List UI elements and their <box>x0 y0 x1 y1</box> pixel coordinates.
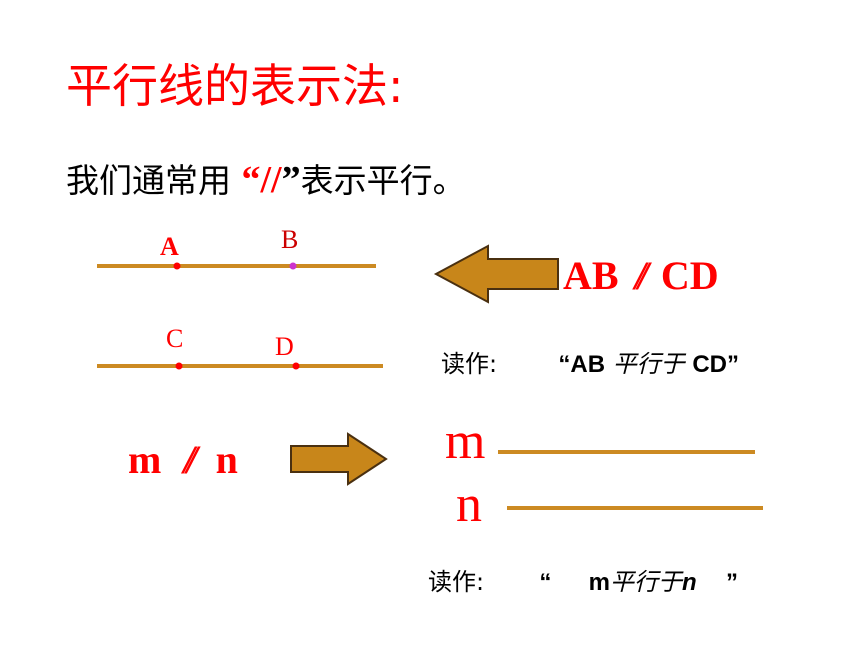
intro-after: 表示平行。 <box>300 161 466 200</box>
reading-ab-cd-qclose: ” <box>727 351 739 378</box>
point-c <box>175 362 183 370</box>
reading-ab-cd-b: CD <box>692 351 727 378</box>
notation-mn-symbol: // <box>183 437 198 482</box>
reading-ab-cd-mid: 平行于 <box>612 350 685 378</box>
point-d <box>292 362 300 370</box>
line-label-n: n <box>456 476 482 533</box>
point-label-d: D <box>275 332 294 361</box>
reading-ab-cd-prefix: 读作: <box>441 350 498 378</box>
point-a <box>173 262 181 270</box>
reading-ab-cd: 读作: “AB 平行于 CD” <box>441 344 739 379</box>
arrow-left-icon <box>433 244 559 304</box>
notation-mn: m // n <box>128 436 238 483</box>
reading-mn-prefix: 读作: <box>428 568 485 596</box>
notation-ab: AB <box>563 253 619 298</box>
reading-ab-cd-qopen: “ <box>558 351 571 378</box>
point-label-c: C <box>166 324 184 353</box>
intro-quote-open: “ <box>241 159 261 201</box>
reading-mn-a: m <box>588 569 610 596</box>
reading-ab-cd-a: AB <box>570 351 606 378</box>
arrow-right-icon <box>290 432 388 486</box>
notation-cd: CD <box>660 253 719 298</box>
reading-mn-qopen: “ <box>539 569 552 596</box>
point-label-b: B <box>281 225 299 254</box>
notation-n: n <box>215 437 238 482</box>
parallel-symbol: // <box>260 159 282 201</box>
point-label-a: A <box>160 232 179 261</box>
reading-mn-mid: 平行于 <box>610 568 682 596</box>
page-title: 平行线的表示法: <box>66 59 404 113</box>
intro-before: 我们通常用 <box>66 161 242 200</box>
notation-ab-cd: AB // CD <box>563 252 719 299</box>
notation-m: m <box>128 437 162 482</box>
line-label-m: m <box>445 413 486 470</box>
notation-ab-cd-symbol: // <box>634 253 650 298</box>
point-b <box>289 262 297 270</box>
reading-mn-b: n <box>682 569 697 596</box>
intro-sentence: 我们通常用 “//”表示平行。 <box>66 154 466 202</box>
reading-mn-qclose: ” <box>725 569 738 596</box>
reading-mn: 读作: “ m平行于n ” <box>428 562 738 597</box>
intro-quote-close: ” <box>281 159 301 201</box>
